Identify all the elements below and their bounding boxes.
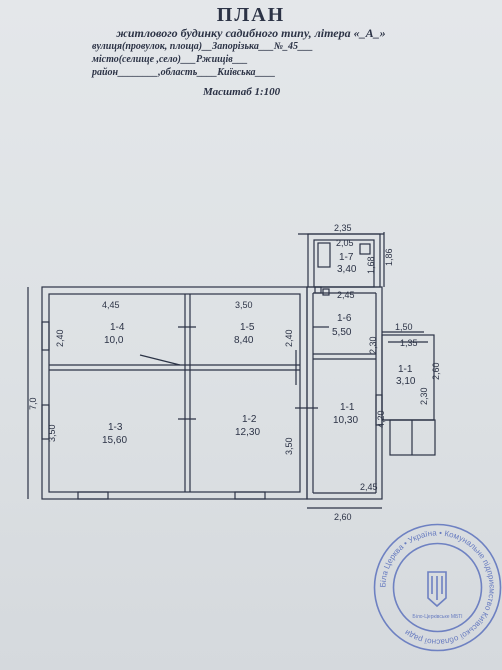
window-west-1 <box>41 321 50 351</box>
dim-2-05: 2,05 <box>336 238 354 248</box>
dim-3-50-left: 3,50 <box>47 424 57 442</box>
district-line: район________,область____Київська____ <box>92 67 276 78</box>
inner-wall-line <box>48 293 301 493</box>
room-1-1-id: 1-1 <box>340 402 355 413</box>
window-annex <box>375 394 383 426</box>
stamp-inner-ring <box>392 542 483 633</box>
stamp-outer-ring <box>373 523 502 652</box>
dim-1-86: 1,86 <box>384 248 394 266</box>
dim-1-68: 1,68 <box>366 256 376 274</box>
dim-2-35: 2,35 <box>334 223 352 233</box>
dim-2-40-left: 2,40 <box>55 329 65 347</box>
dim-2-45-top: 2,45 <box>337 290 355 300</box>
official-stamp: Біла Церква • Україна • Комунальне підпр… <box>373 523 502 652</box>
dim-2-30-porch: 2,30 <box>419 387 429 405</box>
room-1-4-id: 1-4 <box>110 322 125 333</box>
street-line: вулиця(провулок, площа)__Запорізька___№_… <box>92 41 313 52</box>
dim-2-60-bottom: 2,60 <box>334 512 352 522</box>
room-porch-id: 1-1 <box>398 364 413 375</box>
scale-label: Масштаб 1:100 <box>203 86 281 98</box>
dim-1-35: 1,35 <box>400 338 418 348</box>
town-line: місто(селище ,село)___Ржищів___ <box>92 54 248 65</box>
stamp-center-text: Біло-Церківське МБТІ <box>412 614 462 620</box>
room-1-4-area: 10,0 <box>104 335 124 346</box>
room-1-5-area: 8,40 <box>234 335 254 346</box>
dim-4-45: 4,45 <box>102 300 120 310</box>
sink-icon <box>359 243 371 255</box>
window-south-1 <box>77 491 109 500</box>
room-1-1-area: 10,30 <box>333 415 358 426</box>
outer-wall <box>41 286 308 500</box>
window-south-2 <box>234 491 266 500</box>
window-west-2 <box>41 404 50 440</box>
room-1-5-id: 1-5 <box>240 322 255 333</box>
room-1-2-id: 1-2 <box>242 414 257 425</box>
trident-shield-icon <box>427 571 447 608</box>
dim-1-50: 1,50 <box>395 322 413 332</box>
bathroom-inner <box>313 239 375 288</box>
room-1-2-area: 12,30 <box>235 427 260 438</box>
room-1-6-id: 1-6 <box>337 313 352 324</box>
dim-3-50-top: 3,50 <box>235 300 253 310</box>
vent-1 <box>314 286 322 294</box>
stair-mark <box>139 354 181 366</box>
dim-2-45-bottom: 2,45 <box>360 482 378 492</box>
dim-3-50-right: 3,50 <box>284 437 294 455</box>
dim-2-60-porch: 2,60 <box>431 362 441 380</box>
dim-2-40-right: 2,40 <box>284 329 294 347</box>
bathtub-icon <box>317 242 331 268</box>
room-1-3-id: 1-3 <box>108 422 123 433</box>
document-subtitle: житлового будинку садибного типу, літера… <box>116 26 386 40</box>
room-porch-area: 3,10 <box>396 376 416 387</box>
document-title: ПЛАН <box>216 4 286 26</box>
trident-icon <box>431 576 443 600</box>
room-1-7-area: 3,40 <box>337 264 357 275</box>
dim-2-30-annex: 2,30 <box>368 336 378 354</box>
vent-2 <box>322 288 330 296</box>
room-1-6-area: 5,50 <box>332 327 352 338</box>
dim-4-20: 4,20 <box>376 410 386 428</box>
room-1-3-area: 15,60 <box>102 435 127 446</box>
room-1-7-id: 1-7 <box>339 252 354 263</box>
dim-7-0: 7,0 <box>28 397 38 410</box>
